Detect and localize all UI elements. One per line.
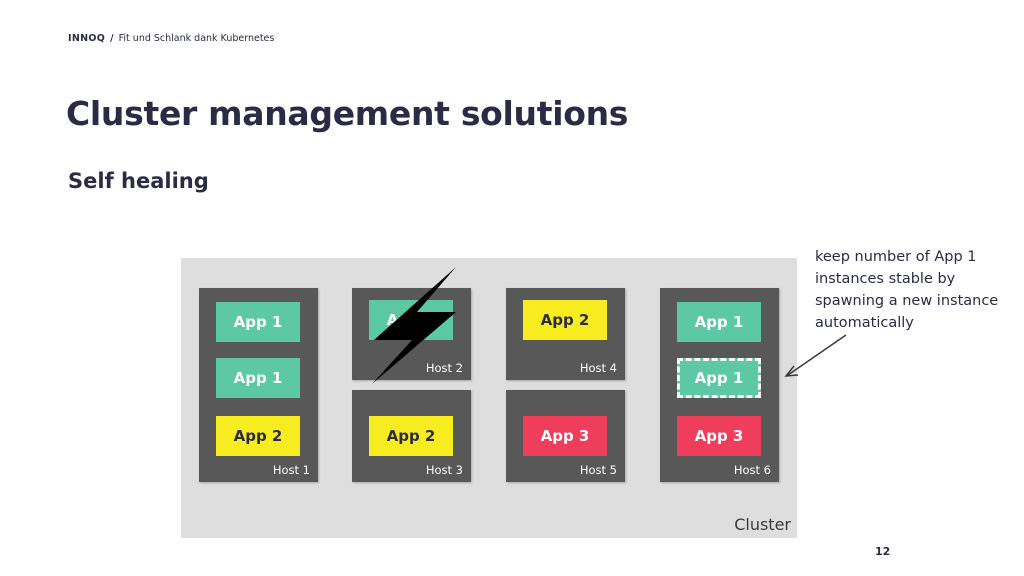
presentation-title: Fit und Schlank dank Kubernetes xyxy=(118,33,275,44)
host-label: Host 6 xyxy=(733,463,771,477)
host-label: Host 1 xyxy=(272,463,310,477)
host-6: App 1 App 1 App 3 Host 6 xyxy=(660,288,779,482)
app-instance: App 2 xyxy=(216,416,300,456)
app-instance: App 3 xyxy=(523,416,607,456)
host-label: Host 4 xyxy=(579,361,617,375)
app-instance: App 1 xyxy=(216,358,300,398)
host-3: App 2 Host 3 xyxy=(352,390,471,482)
host-4: App 2 Host 4 xyxy=(506,288,625,380)
header-separator: / xyxy=(110,33,114,44)
page-number: 12 xyxy=(875,545,891,558)
host-label: Host 2 xyxy=(425,361,463,375)
slide-title: Cluster management solutions xyxy=(66,94,629,133)
app-instance: App 1 xyxy=(677,302,761,342)
app-instance: App 1 xyxy=(369,300,453,340)
new-app-instance: App 1 xyxy=(677,358,761,398)
app-instance: App 3 xyxy=(677,416,761,456)
slide-header: INNOQ / Fit und Schlank dank Kubernetes xyxy=(68,33,274,44)
host-2: App 1 Host 2 xyxy=(352,288,471,380)
app-instance: App 2 xyxy=(369,416,453,456)
slide-subtitle: Self healing xyxy=(68,169,209,193)
host-label: Host 5 xyxy=(579,463,617,477)
host-label: Host 3 xyxy=(425,463,463,477)
host-5: App 3 Host 5 xyxy=(506,390,625,482)
host-1: App 1 App 1 App 2 Host 1 xyxy=(199,288,318,482)
app-instance: App 1 xyxy=(216,302,300,342)
app-instance: App 2 xyxy=(523,300,607,340)
cluster-box: App 1 App 1 App 2 Host 1 App 1 Host 2 Ap… xyxy=(181,258,797,538)
brand-logo: INNOQ xyxy=(68,33,106,44)
annotation-text: keep number of App 1 instances stable by… xyxy=(815,249,999,331)
cluster-label: Cluster xyxy=(734,515,791,534)
